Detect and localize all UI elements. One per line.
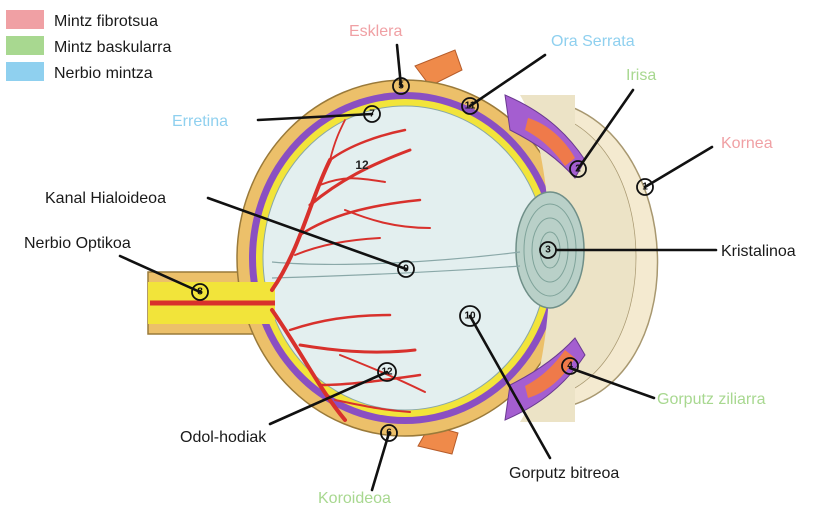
vessel-number-upper: 12 <box>355 158 369 172</box>
badge-6: 6 <box>386 428 392 439</box>
badge-12-lower: 12 <box>381 367 393 378</box>
label-kanal-hialoideoa: Kanal Hialoideoa <box>45 190 166 207</box>
label-esklera: Esklera <box>349 23 402 40</box>
legend-label-fibrous: Mintz fibrotsua <box>54 13 158 30</box>
label-odol-hodiak: Odol-hodiak <box>180 429 267 446</box>
badge-10: 10 <box>464 311 476 322</box>
label-kornea: Kornea <box>721 135 773 152</box>
badge-1: 1 <box>642 182 648 193</box>
label-ora-serrata: Ora Serrata <box>551 33 635 50</box>
legend-label-nervous: Nerbio mintza <box>54 65 153 82</box>
label-irisa: Irisa <box>626 67 656 84</box>
badge-9: 9 <box>403 264 409 275</box>
label-kristalinoa: Kristalinoa <box>721 243 796 260</box>
badge-5: 5 <box>398 81 404 92</box>
label-koroideoa: Koroideoa <box>318 490 391 507</box>
eye-illustration <box>148 50 658 454</box>
label-gorputz-bitreoa: Gorputz bitreoa <box>509 465 619 482</box>
label-nerbio-optikoa: Nerbio Optikoa <box>24 235 131 252</box>
badge-4: 4 <box>567 361 573 372</box>
legend-swatch-vascular <box>6 36 44 55</box>
badge-2: 2 <box>575 164 581 175</box>
badge-7: 7 <box>369 109 375 120</box>
legend-label-vascular: Mintz baskularra <box>54 39 171 56</box>
badge-3: 3 <box>545 245 551 256</box>
legend: Mintz fibrotsua Mintz baskularra Nerbio … <box>6 10 171 82</box>
label-gorputz-ziliarra: Gorputz ziliarra <box>657 391 766 408</box>
legend-swatch-nervous <box>6 62 44 81</box>
label-erretina: Erretina <box>172 113 228 130</box>
badge-11: 11 <box>465 101 476 112</box>
badge-8: 8 <box>197 287 203 298</box>
legend-swatch-fibrous <box>6 10 44 29</box>
